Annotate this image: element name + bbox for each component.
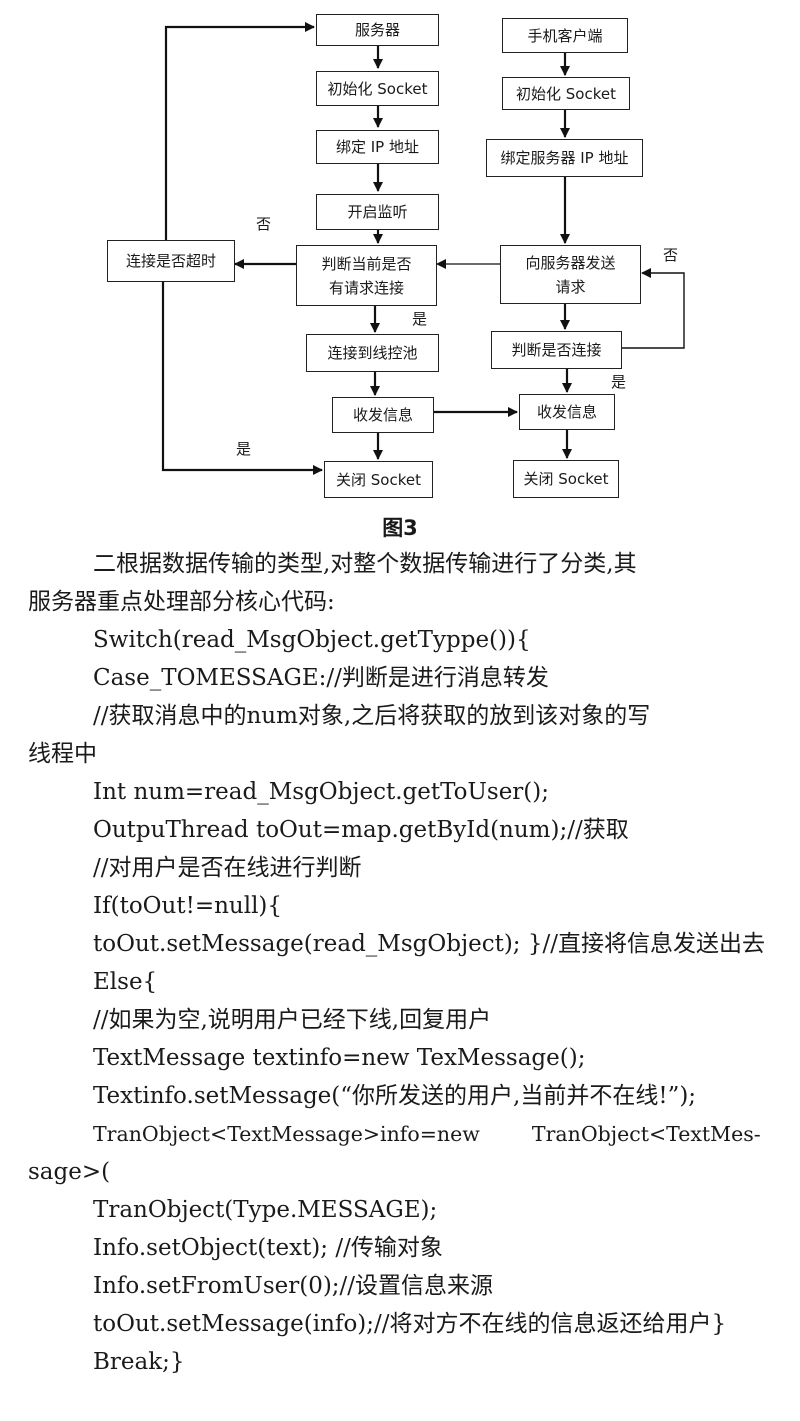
- text-line: toOut.setMessage(read_MsgObject); }//直接将…: [93, 931, 765, 957]
- server-init-box: 初始化 Socket: [316, 71, 439, 106]
- label-yes-right: 是: [611, 373, 627, 391]
- label-yes-timeout: 是: [236, 440, 252, 458]
- text-line: OutpuThread toOut=map.getById(num);//获取: [93, 817, 629, 843]
- text-line: Break;}: [93, 1349, 185, 1375]
- client-send-box: 向服务器发送 请求: [500, 245, 641, 304]
- server-listen-box: 开启监听: [316, 194, 439, 230]
- text-line: If(toOut!=null){: [93, 893, 283, 919]
- label-yes-check: 是: [412, 310, 428, 328]
- text-line: Int num=read_MsgObject.getToUser();: [93, 779, 550, 805]
- client-init-box: 初始化 Socket: [502, 77, 630, 110]
- timeout-box: 连接是否超时: [107, 240, 235, 282]
- text-line: //如果为空,说明用户已经下线,回复用户: [93, 1007, 492, 1033]
- text-line: 线程中: [28, 741, 97, 767]
- client-recv-box: 收发信息: [519, 394, 615, 430]
- server-bind-box: 绑定 IP 地址: [316, 130, 439, 164]
- server-pool-box: 连接到线控池: [306, 334, 439, 372]
- client-close-box: 关闭 Socket: [513, 460, 619, 498]
- server-start-box: 服务器: [316, 14, 439, 46]
- text-line: TextMessage textinfo=new TexMessage();: [93, 1045, 586, 1071]
- label-no-right: 否: [663, 246, 679, 264]
- server-check-line1: 判断当前是否: [321, 254, 412, 273]
- text-line: Else{: [93, 969, 158, 995]
- client-check-box: 判断是否连接: [491, 331, 622, 369]
- text-line: Info.setObject(text); //传输对象: [93, 1235, 443, 1261]
- client-start-box: 手机客户端: [502, 18, 628, 53]
- client-send-line1: 向服务器发送: [525, 253, 616, 272]
- client-bind-box: 绑定服务器 IP 地址: [486, 139, 643, 177]
- text-line: Info.setFromUser(0);//设置信息来源: [93, 1273, 494, 1299]
- text-line: TranObject(Type.MESSAGE);: [93, 1197, 438, 1223]
- flowchart: 服务器 初始化 Socket 绑定 IP 地址 开启监听 判断当前是否 有请求连…: [0, 0, 800, 505]
- text-line: 服务器重点处理部分核心代码:: [28, 589, 335, 615]
- text-line: 二根据数据传输的类型,对整个数据传输进行了分类,其: [93, 551, 637, 577]
- text-line: toOut.setMessage(info);//将对方不在线的信息返还给用户}: [93, 1311, 727, 1337]
- server-close-box: 关闭 Socket: [324, 461, 433, 498]
- text-line: TranObject<TextMessage>info=new TranObje…: [93, 1122, 761, 1146]
- arrow-timeout-no-loop: [164, 22, 315, 240]
- label-no-left: 否: [256, 215, 272, 233]
- server-recv-box: 收发信息: [332, 397, 434, 433]
- text-line: Textinfo.setMessage(“你所发送的用户,当前并不在线!”);: [93, 1083, 697, 1109]
- text-line: sage>(: [28, 1159, 111, 1185]
- server-check-line2: 有请求连接: [328, 278, 404, 297]
- text-line: //对用户是否在线进行判断: [93, 855, 362, 881]
- arrow-timeout-yes: [161, 282, 323, 475]
- text-line: //获取消息中的num对象,之后将获取的放到该对象的写: [93, 703, 651, 729]
- text-line: Switch(read_MsgObject.getTyppe()){: [93, 627, 531, 653]
- client-send-line2: 请求: [555, 277, 586, 296]
- text-line: Case_TOMESSAGE://判断是进行消息转发: [93, 665, 549, 691]
- arrow-client-no-loop: [622, 268, 685, 349]
- flowchart-connectors: [161, 22, 685, 475]
- figure-caption: 图3: [382, 516, 418, 540]
- server-check-box: 判断当前是否 有请求连接: [296, 245, 437, 306]
